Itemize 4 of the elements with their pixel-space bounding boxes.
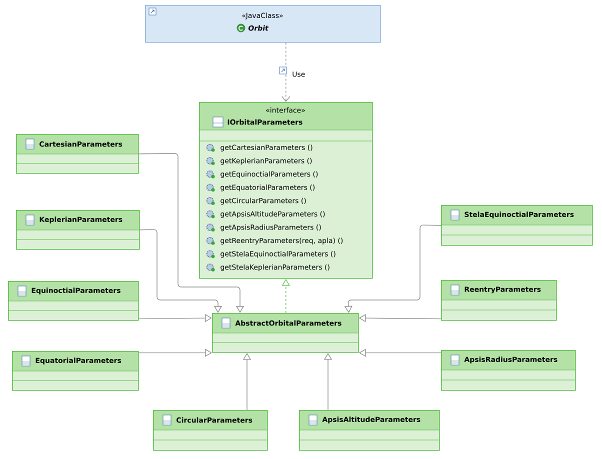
arrow [139, 229, 222, 313]
arrow [138, 348, 212, 357]
arrow [282, 42, 290, 102]
arrow [138, 153, 244, 313]
